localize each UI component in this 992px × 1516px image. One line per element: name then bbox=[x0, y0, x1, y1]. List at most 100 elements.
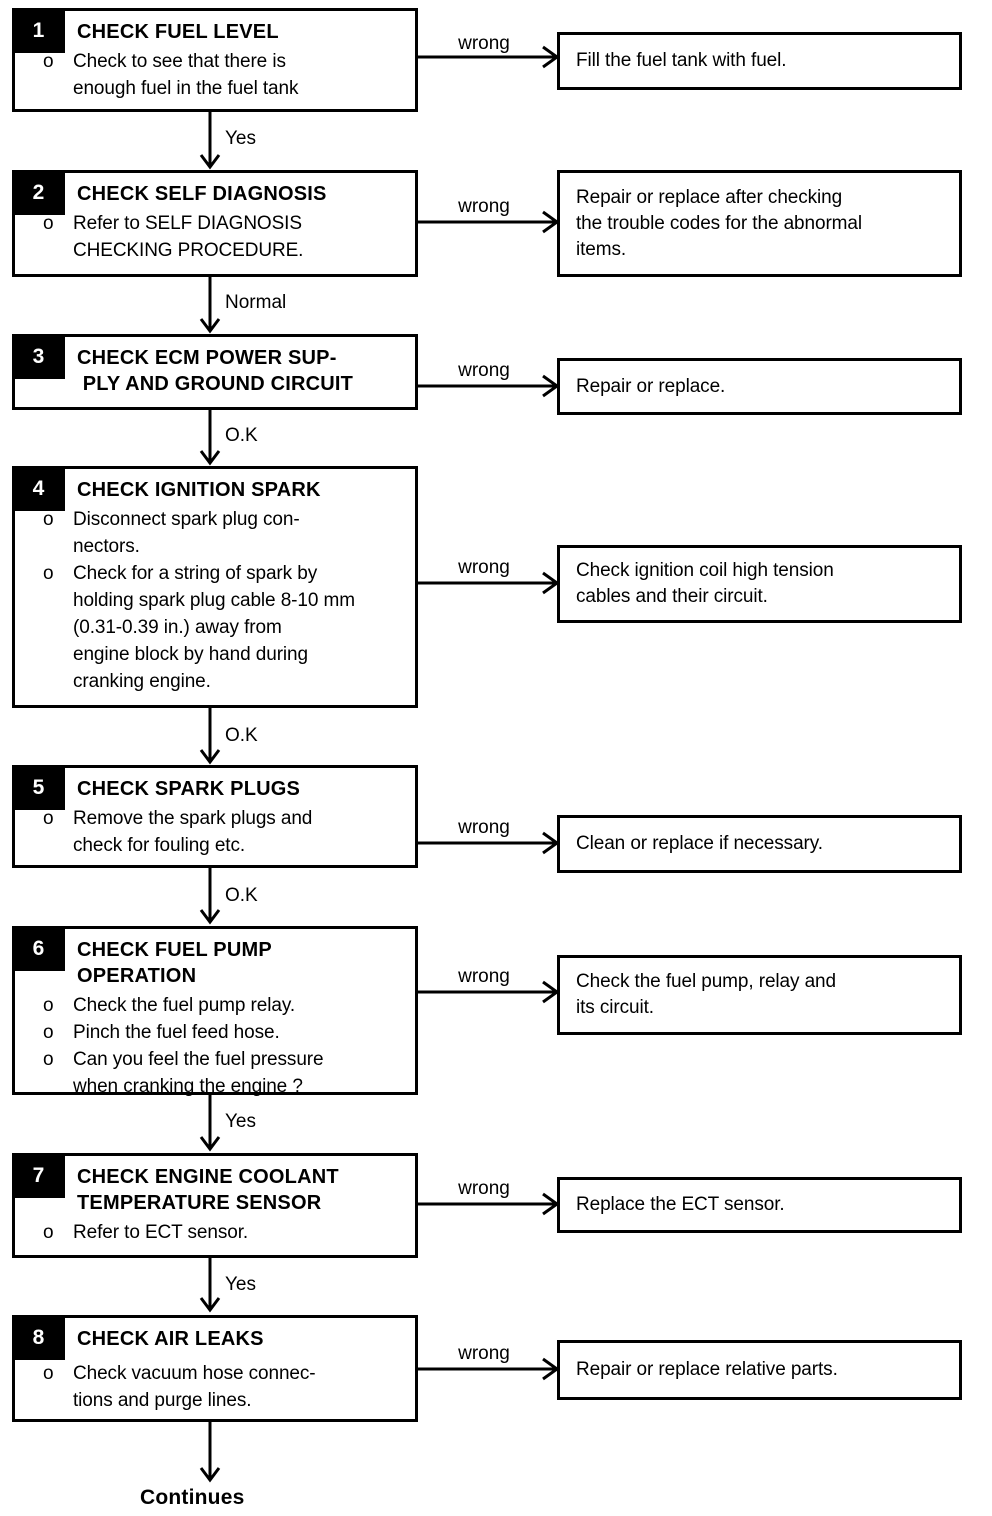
branch-label-wrong: wrong bbox=[458, 360, 510, 381]
bullet-marker: o bbox=[43, 213, 54, 234]
step-number-badge: 1 bbox=[12, 8, 65, 53]
step-box-5: 5 CHECK SPARK PLUGS o Remove the spark p… bbox=[12, 765, 418, 868]
down-arrow-8 bbox=[199, 1422, 221, 1483]
step-title: CHECK IGNITION SPARK bbox=[77, 479, 321, 501]
step-title: CHECK AIR LEAKS bbox=[77, 1328, 264, 1350]
step-title: CHECK FUEL LEVEL bbox=[77, 21, 279, 43]
bullet-text: Check vacuum hose connec- tions and purg… bbox=[73, 1363, 316, 1411]
step-bullets: o Refer to SELF DIAGNOSIS CHECKING PROCE… bbox=[40, 210, 409, 264]
step-bullets: o Check vacuum hose connec- tions and pu… bbox=[40, 1360, 409, 1414]
action-box-5: Clean or replace if necessary. bbox=[557, 815, 962, 873]
step-title: CHECK ECM POWER SUP- PLY AND GROUND CIRC… bbox=[77, 347, 354, 395]
bullet-item: o Check for a string of spark by holding… bbox=[40, 560, 409, 695]
bullet-item: o Pinch the fuel feed hose. bbox=[40, 1019, 409, 1046]
bullet-item: o Refer to ECT sensor. bbox=[40, 1219, 409, 1246]
step-bullets: o Remove the spark plugs and check for f… bbox=[40, 805, 409, 859]
bullet-marker: o bbox=[43, 51, 54, 72]
bullet-marker: o bbox=[43, 808, 54, 829]
bullet-marker: o bbox=[43, 1022, 54, 1043]
step-title: CHECK SELF DIAGNOSIS bbox=[77, 183, 327, 205]
down-arrow-6 bbox=[199, 1095, 221, 1152]
down-label: O.K bbox=[225, 425, 258, 446]
action-text: Repair or replace relative parts. bbox=[576, 1359, 838, 1380]
step-box-8: 8 CHECK AIR LEAKS o Check vacuum hose co… bbox=[12, 1315, 418, 1422]
down-label: O.K bbox=[225, 725, 258, 746]
action-box-4: Check ignition coil high tension cables … bbox=[557, 545, 962, 623]
down-arrow-1 bbox=[199, 112, 221, 170]
step-box-4: 4 CHECK IGNITION SPARK o Disconnect spar… bbox=[12, 466, 418, 708]
bullet-text: Pinch the fuel feed hose. bbox=[73, 1022, 280, 1043]
bullet-text: Disconnect spark plug con- nectors. bbox=[73, 509, 300, 557]
down-arrow-3 bbox=[199, 410, 221, 466]
down-label: Yes bbox=[225, 1111, 256, 1132]
step-bullets: o Disconnect spark plug con- nectors. o … bbox=[40, 506, 409, 695]
step-box-2: 2 CHECK SELF DIAGNOSIS o Refer to SELF D… bbox=[12, 170, 418, 277]
down-arrow-4 bbox=[199, 708, 221, 765]
step-bullets: o Check the fuel pump relay. o Pinch the… bbox=[40, 992, 409, 1100]
action-box-3: Repair or replace. bbox=[557, 358, 962, 415]
bullet-marker: o bbox=[43, 563, 54, 584]
bullet-text: Check to see that there is enough fuel i… bbox=[73, 51, 299, 99]
down-label: Yes bbox=[225, 1274, 256, 1295]
step-box-1: 1 CHECK FUEL LEVEL o Check to see that t… bbox=[12, 8, 418, 112]
bullet-item: o Refer to SELF DIAGNOSIS CHECKING PROCE… bbox=[40, 210, 409, 264]
down-label: Normal bbox=[225, 292, 287, 313]
branch-label-wrong: wrong bbox=[458, 1343, 510, 1364]
down-label: Yes bbox=[225, 128, 256, 149]
action-box-2: Repair or replace after checking the tro… bbox=[557, 170, 962, 277]
bullet-text: Check for a string of spark by holding s… bbox=[73, 563, 355, 692]
bullet-item: o Can you feel the fuel pressure when cr… bbox=[40, 1046, 409, 1100]
step-title: CHECK FUEL PUMP OPERATION bbox=[77, 939, 272, 987]
step-number-badge: 8 bbox=[12, 1315, 65, 1360]
step-box-6: 6 CHECK FUEL PUMP OPERATION o Check the … bbox=[12, 926, 418, 1097]
branch-label-wrong: wrong bbox=[458, 1178, 510, 1199]
action-box-7: Replace the ECT sensor. bbox=[557, 1177, 962, 1233]
step-box-3: 3 CHECK ECM POWER SUP- PLY AND GROUND CI… bbox=[12, 334, 418, 410]
branch-label-wrong: wrong bbox=[458, 196, 510, 217]
step-title: CHECK ENGINE COOLANT TEMPERATURE SENSOR bbox=[77, 1166, 339, 1214]
step-number-badge: 4 bbox=[12, 466, 65, 511]
action-text: Check ignition coil high tension cables … bbox=[576, 560, 834, 607]
action-box-1: Fill the fuel tank with fuel. bbox=[557, 32, 962, 90]
action-text: Clean or replace if necessary. bbox=[576, 833, 823, 854]
action-text: Check the fuel pump, relay and its circu… bbox=[576, 971, 836, 1018]
bullet-text: Refer to ECT sensor. bbox=[73, 1222, 249, 1243]
action-text: Fill the fuel tank with fuel. bbox=[576, 50, 787, 71]
bullet-item: o Check vacuum hose connec- tions and pu… bbox=[40, 1360, 409, 1414]
step-number-badge: 3 bbox=[12, 334, 65, 379]
bullet-marker: o bbox=[43, 995, 54, 1016]
action-text: Replace the ECT sensor. bbox=[576, 1194, 785, 1215]
step-number-badge: 5 bbox=[12, 765, 65, 810]
bullet-text: Can you feel the fuel pressure when cran… bbox=[73, 1049, 324, 1097]
bullet-text: Check the fuel pump relay. bbox=[73, 995, 295, 1016]
step-number-badge: 6 bbox=[12, 926, 65, 971]
bullet-item: o Remove the spark plugs and check for f… bbox=[40, 805, 409, 859]
bullet-item: o Disconnect spark plug con- nectors. bbox=[40, 506, 409, 560]
continues-label: Continues bbox=[140, 1486, 245, 1509]
action-text: Repair or replace. bbox=[576, 375, 726, 397]
branch-label-wrong: wrong bbox=[458, 817, 510, 838]
down-arrow-7 bbox=[199, 1258, 221, 1313]
bullet-marker: o bbox=[43, 1049, 54, 1070]
branch-label-wrong: wrong bbox=[458, 33, 510, 54]
bullet-marker: o bbox=[43, 509, 54, 530]
step-number-badge: 7 bbox=[12, 1153, 65, 1198]
bullet-marker: o bbox=[43, 1363, 54, 1384]
action-box-8: Repair or replace relative parts. bbox=[557, 1340, 962, 1400]
down-label: O.K bbox=[225, 885, 258, 906]
bullet-marker: o bbox=[43, 1222, 54, 1243]
step-bullets: o Check to see that there is enough fuel… bbox=[40, 48, 409, 102]
down-arrow-5 bbox=[199, 868, 221, 925]
step-number-badge: 2 bbox=[12, 170, 65, 215]
step-bullets: o Refer to ECT sensor. bbox=[40, 1219, 409, 1246]
down-arrow-2 bbox=[199, 277, 221, 334]
action-box-6: Check the fuel pump, relay and its circu… bbox=[557, 955, 962, 1035]
branch-label-wrong: wrong bbox=[458, 557, 510, 578]
bullet-item: o Check the fuel pump relay. bbox=[40, 992, 409, 1019]
action-text: Repair or replace after checking the tro… bbox=[576, 186, 862, 260]
step-box-7: 7 CHECK ENGINE COOLANT TEMPERATURE SENSO… bbox=[12, 1153, 418, 1258]
branch-label-wrong: wrong bbox=[458, 966, 510, 987]
bullet-text: Remove the spark plugs and check for fou… bbox=[73, 808, 313, 856]
bullet-item: o Check to see that there is enough fuel… bbox=[40, 48, 409, 102]
